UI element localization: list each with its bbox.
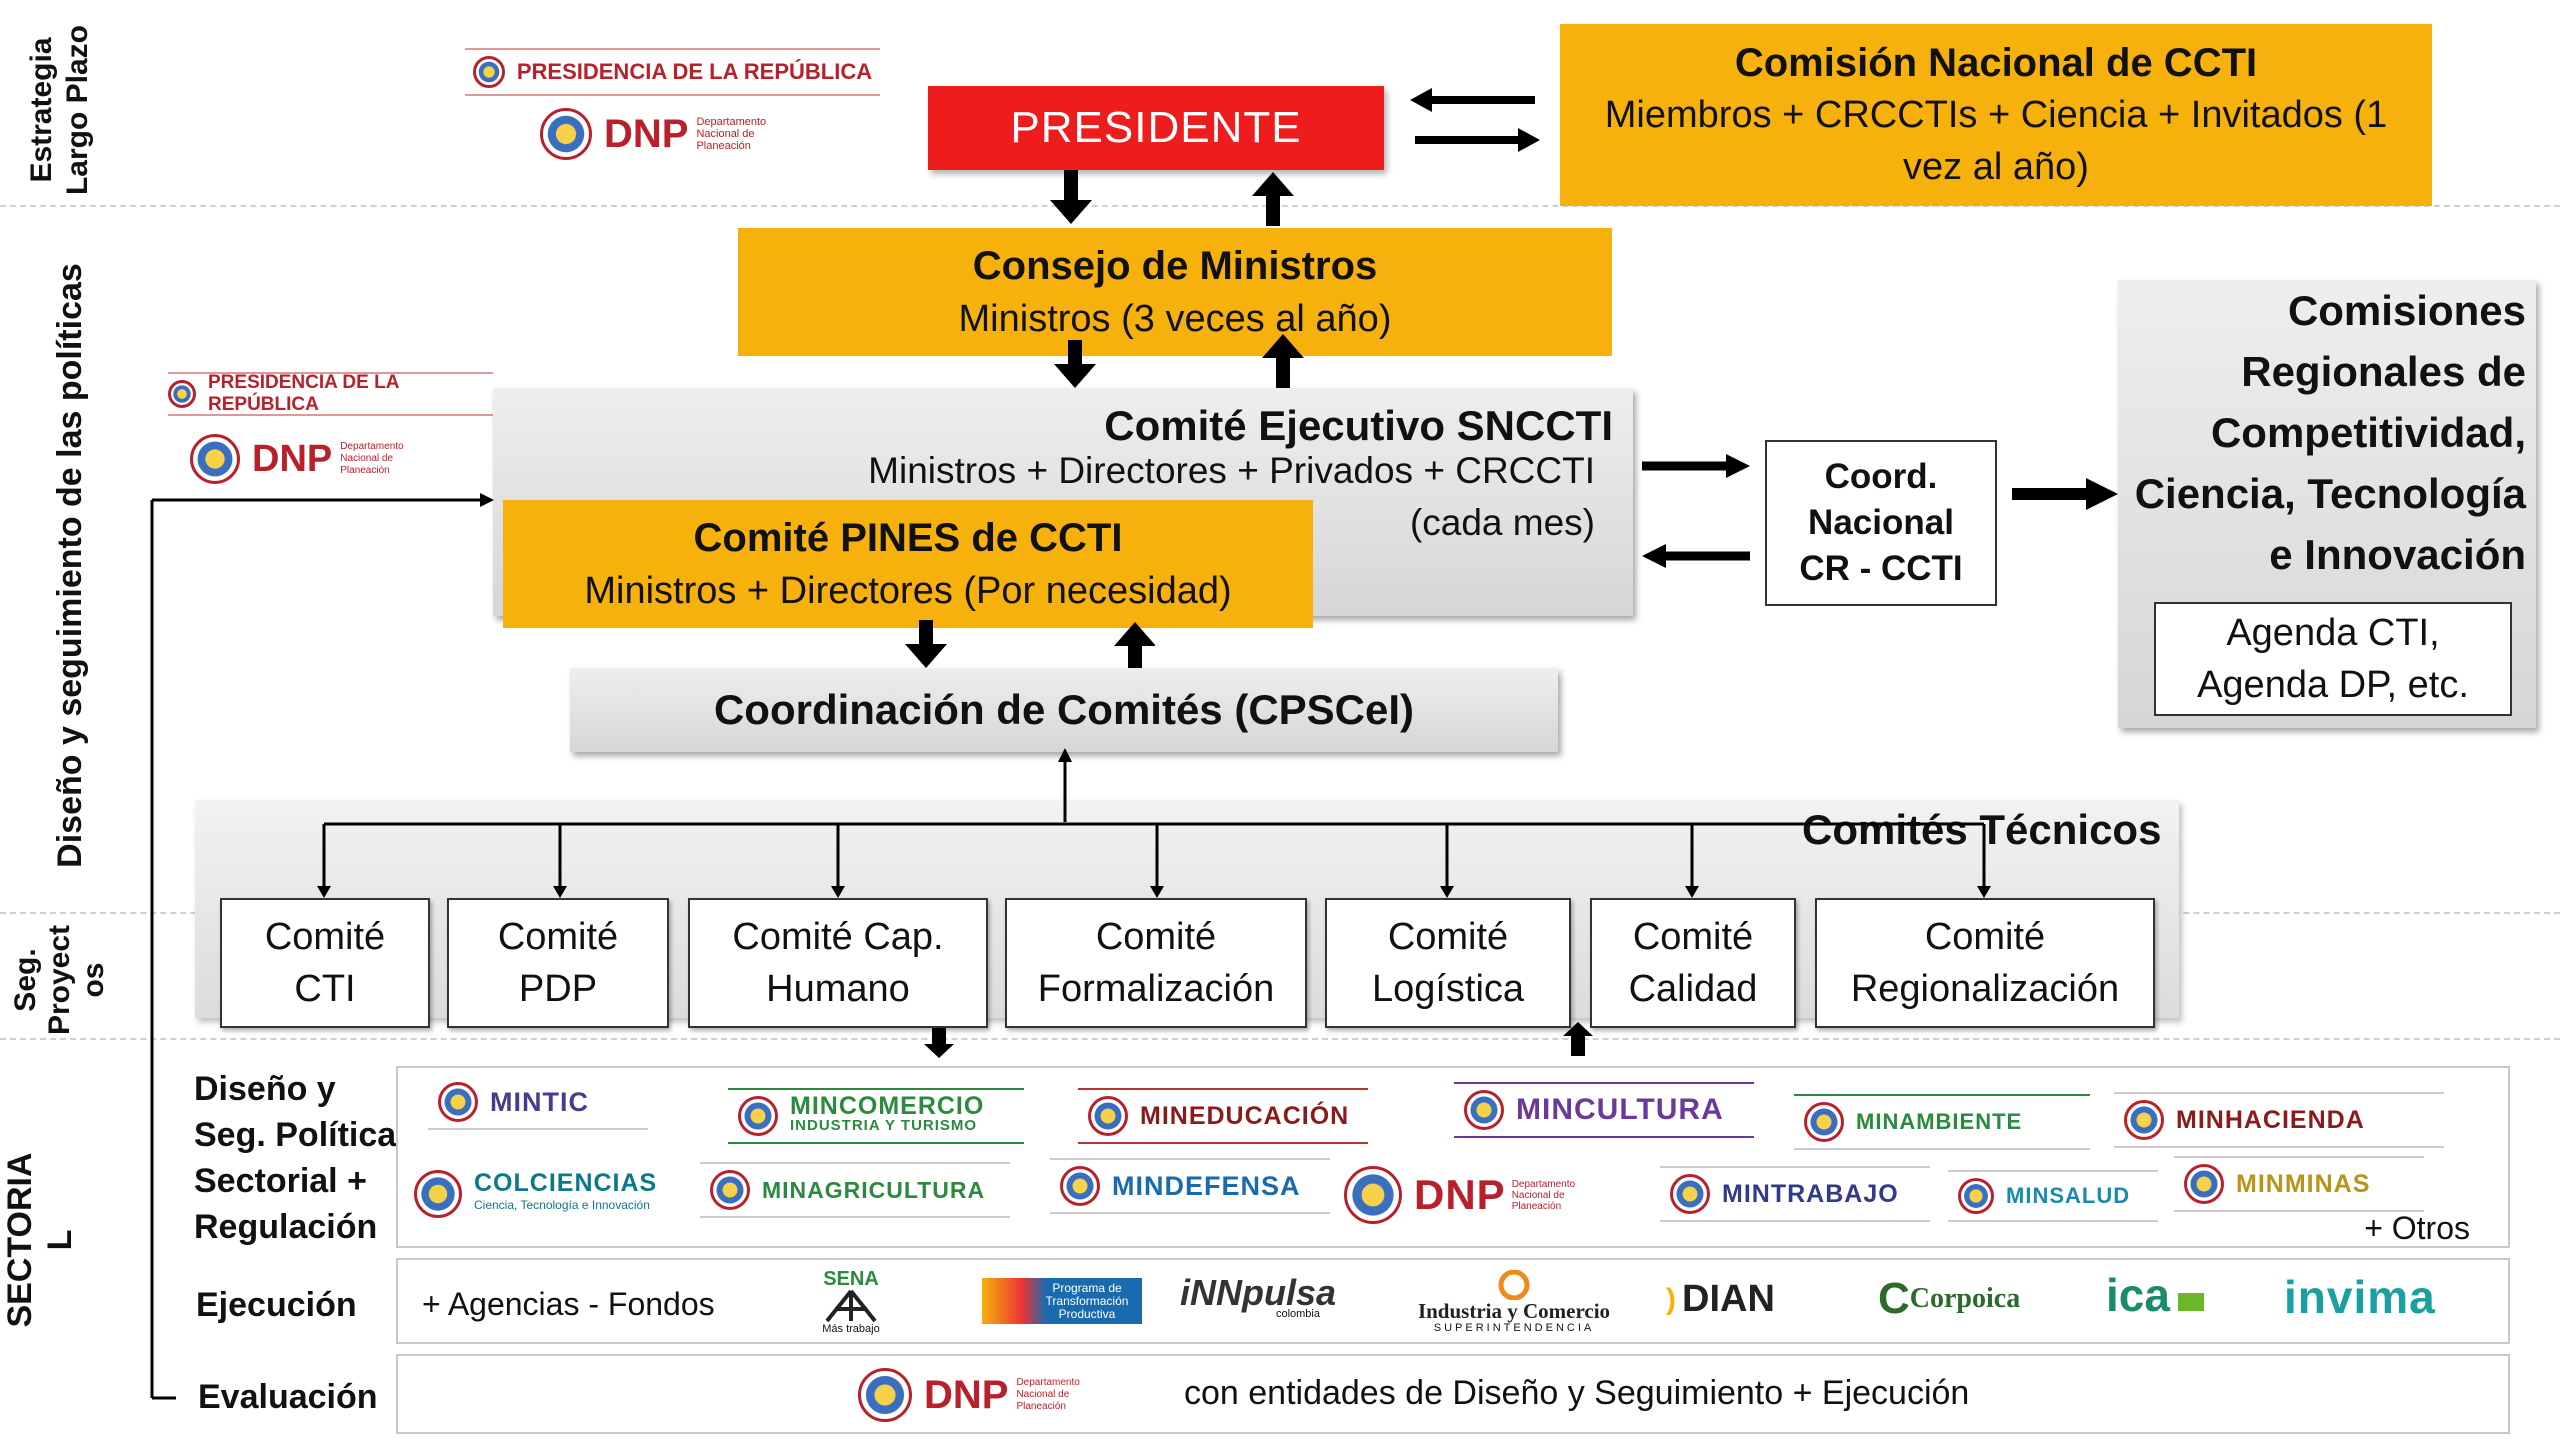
row-label-ejecucion: Ejecución: [196, 1286, 357, 1324]
colombia-seal-icon: [1060, 1166, 1100, 1206]
colombia-seal-icon: [1670, 1174, 1710, 1214]
colombia-seal-icon: [1344, 1166, 1402, 1224]
logo-innpulsa: iNNpulsa colombia: [1180, 1272, 1337, 1320]
colombia-seal-icon: [738, 1096, 778, 1136]
colombia-seal-icon: [1958, 1178, 1994, 1214]
logo-dnp-sector: DNP Departamento Nacional de Planeación: [1334, 1160, 1644, 1230]
logo-minsalud: MINSALUD: [1948, 1170, 2158, 1222]
colombia-seal-icon: [190, 434, 240, 484]
comisiones-regionales-title: Comisiones Regionales de Competitividad,…: [2134, 287, 2526, 578]
logo-mincultura: MINCULTURA: [1454, 1082, 1754, 1138]
evaluacion-box: DNP Departamento Nacional de Planeación …: [396, 1354, 2510, 1434]
row-label-diseno: Diseño y Seg. Política Sectorial + Regul…: [194, 1070, 397, 1246]
sic-icon: [1498, 1270, 1530, 1300]
colombia-seal-icon: [1464, 1090, 1504, 1130]
otros-label: + Otros: [2364, 1210, 2470, 1246]
coordinacion-comites-box: Coordinación de Comités (CPSCeI): [570, 668, 1558, 752]
logo-ica: ica: [2106, 1268, 2226, 1322]
comite-pines-box: Comité PINES de CCTI Ministros + Directo…: [503, 500, 1313, 628]
logo-minagricultura: MINAGRICULTURA: [700, 1162, 1010, 1218]
logo-minminas: MINMINAS: [2174, 1156, 2424, 1212]
dnp-logo-top: DNP Departamento Nacional de Planeación: [540, 105, 830, 163]
agencias-fondos-text: + Agencias - Fondos: [422, 1286, 715, 1322]
colombia-seal-icon: [472, 56, 505, 88]
comite-ejecutivo-body: Ministros + Directores + Privados + CRCC…: [868, 450, 1595, 491]
logo-mintrabajo: MINTRABAJO: [1660, 1166, 1930, 1222]
logo-sena: SENA Más trabajo: [822, 1268, 880, 1335]
comision-nacional-box: Comisión Nacional de CCTI Miembros + CRC…: [1560, 24, 2432, 206]
colombia-seal-icon: [168, 380, 196, 408]
logo-mineducacion: MINEDUCACIÓN: [1078, 1088, 1368, 1144]
coord-regionales-arrow: [2012, 478, 2118, 510]
pines-coord-arrows: [905, 620, 1155, 672]
dnp-logo-eval: DNP Departamento Nacional de Planeación: [858, 1364, 1138, 1426]
colombia-seal-icon: [414, 1170, 462, 1218]
ejecucion-box: + Agencias - Fondos SENA Más trabajo Pro…: [396, 1258, 2510, 1344]
comite-ejecutivo-freq: (cada mes): [1409, 502, 1595, 543]
logo-mintic: MINTIC: [428, 1076, 648, 1130]
colombia-seal-icon: [540, 108, 592, 160]
colombia-seal-icon: [858, 1368, 912, 1422]
evaluacion-text: con entidades de Diseño y Seguimiento + …: [1184, 1374, 1970, 1412]
presidencia-logo-mid: PRESIDENCIA DE LA REPÚBLICA: [168, 372, 493, 416]
logo-mindefensa: MINDEFENSA: [1050, 1158, 1330, 1214]
colombia-seal-icon: [438, 1082, 478, 1122]
colombia-seal-icon: [1804, 1102, 1844, 1142]
presidente-comision-arrows: [1410, 88, 1540, 152]
agenda-box: Agenda CTI, Agenda DP, etc.: [2154, 602, 2512, 716]
presidente-consejo-arrows: [1050, 170, 1294, 226]
comisiones-regionales-box: Comisiones Regionales de Competitividad,…: [2118, 280, 2536, 728]
colombia-seal-icon: [710, 1170, 750, 1210]
colombia-seal-icon: [1088, 1096, 1128, 1136]
colombia-seal-icon: [2184, 1164, 2224, 1204]
logo-dian: ) DIAN: [1666, 1278, 1775, 1320]
dnp-logo-mid: DNP Departamento Nacional de Planeación: [190, 430, 480, 488]
presidente-box: PRESIDENTE: [928, 86, 1384, 170]
sena-icon: [825, 1289, 877, 1323]
logo-ptp: Programa de Transformación Productiva: [982, 1278, 1142, 1324]
comites-tecnicos-label: Comités Técnicos: [1802, 806, 2162, 853]
consejo-ejecutivo-arrows: [1054, 334, 1304, 390]
logo-corpoica: C Corpoica: [1878, 1274, 2021, 1323]
coord-nacional-box: Coord. Nacional CR - CCTI: [1765, 440, 1997, 606]
comite-ejecutivo-title: Comité Ejecutivo SNCCTI: [1104, 402, 1613, 449]
logo-sic: Industria y Comercio SUPERINTENDENCIA: [1394, 1264, 1634, 1340]
logo-minambiente: MINAMBIENTE: [1794, 1094, 2090, 1150]
consejo-ministros-box: Consejo de Ministros Ministros (3 veces …: [738, 228, 1612, 356]
separator-3: [0, 1038, 2560, 1040]
logo-invima: invima: [2284, 1271, 2436, 1323]
ejecutivo-coord-arrows: [1642, 454, 1750, 568]
row-label-evaluacion: Evaluación: [198, 1378, 378, 1416]
presidencia-logo-top: PRESIDENCIA DE LA REPÚBLICA: [465, 48, 880, 96]
logo-minhacienda: MINHACIENDA: [2114, 1092, 2444, 1148]
committee-cap-humano: Comité Cap.Humano: [688, 898, 988, 1028]
colombia-seal-icon: [2124, 1100, 2164, 1140]
